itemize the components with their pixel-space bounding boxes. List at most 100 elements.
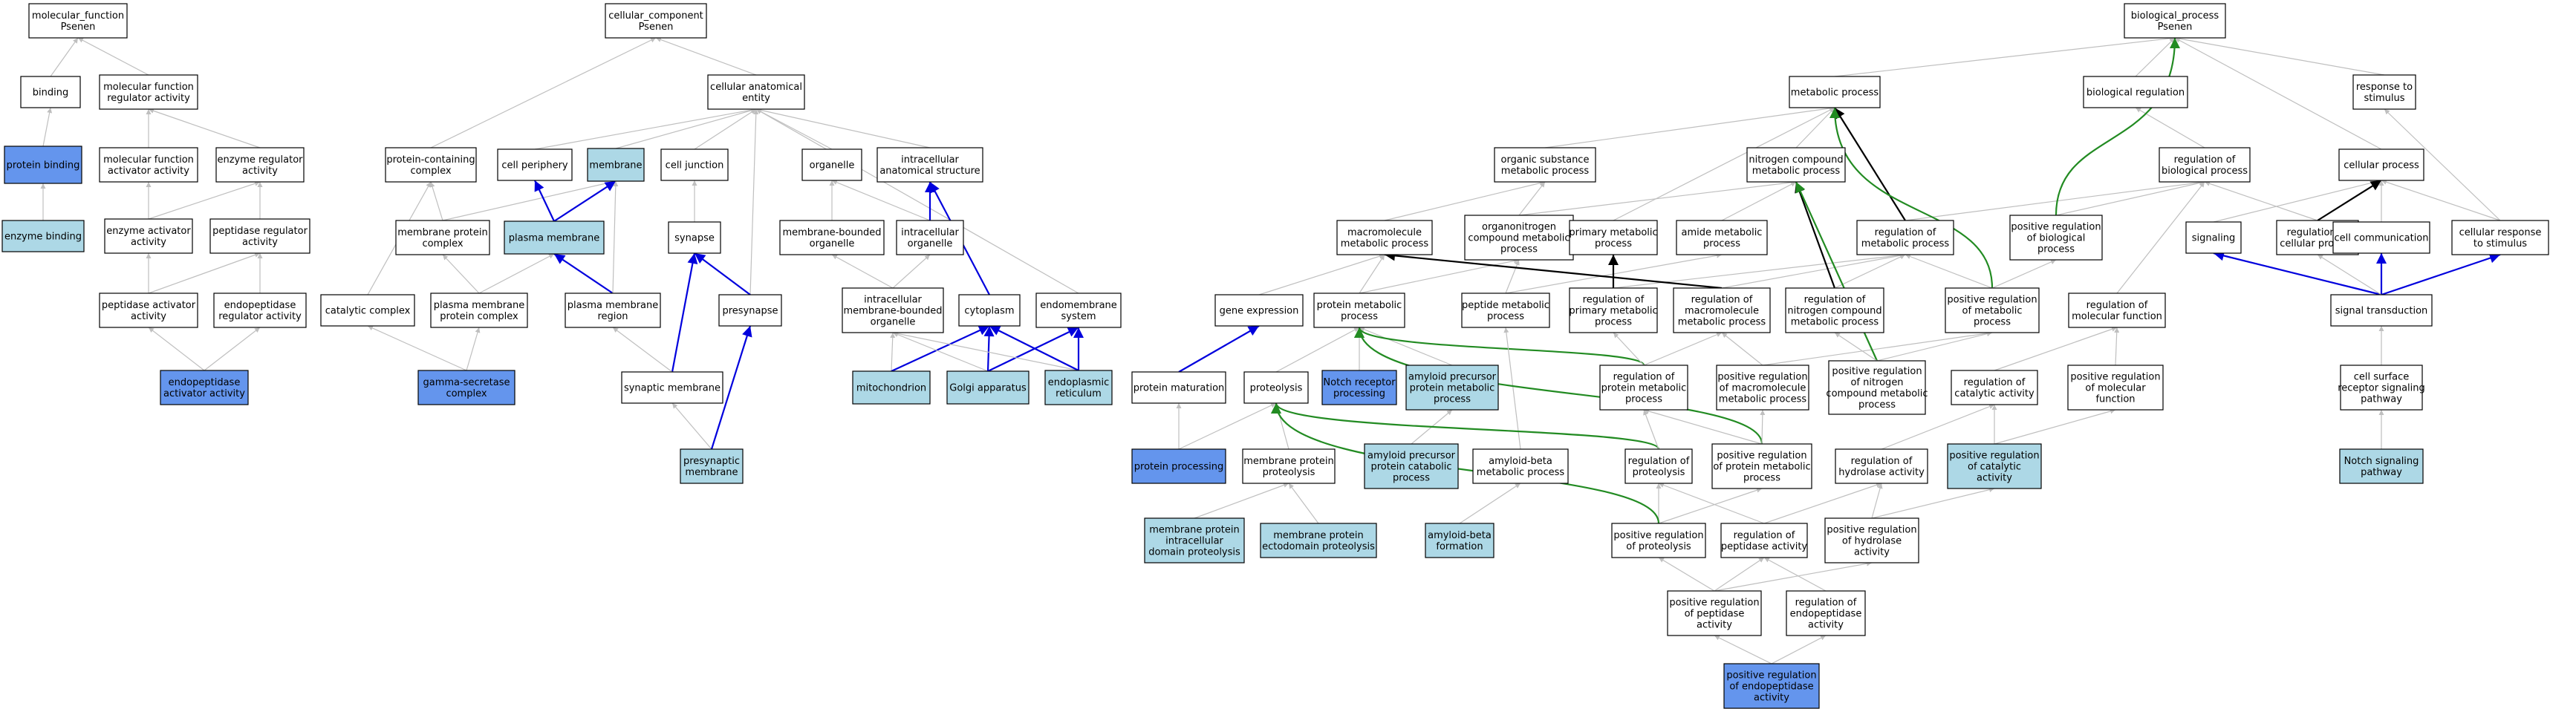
node-mitochondrion[interactable]: mitochondrion bbox=[852, 370, 931, 405]
node-presynapse[interactable]: presynapse bbox=[718, 294, 782, 327]
node-enzyme-binding[interactable]: enzyme binding bbox=[1, 220, 85, 252]
node-synapse[interactable]: synapse bbox=[668, 221, 721, 254]
node-organelle[interactable]: organelle bbox=[801, 148, 862, 181]
node-protein-binding[interactable]: protein binding bbox=[4, 146, 82, 184]
node-cell-junction[interactable]: cell junction bbox=[660, 148, 729, 181]
node-label: organelle bbox=[908, 238, 953, 249]
node-cell-comm[interactable]: cell communication bbox=[2332, 221, 2430, 254]
node-signaling[interactable]: signaling bbox=[2185, 221, 2242, 254]
node-prot-mat[interactable]: protein maturation bbox=[1131, 371, 1226, 404]
node-golgi[interactable]: Golgi apparatus bbox=[946, 370, 1030, 405]
node-box bbox=[1667, 590, 1762, 636]
node-synaptic-membrane[interactable]: synaptic membrane bbox=[621, 371, 723, 404]
node-label: regulation of bbox=[1964, 377, 2026, 388]
node-plasma-membrane[interactable]: plasma membrane bbox=[504, 220, 605, 255]
node-box bbox=[1789, 76, 1881, 108]
node-label: biological regulation bbox=[2087, 88, 2185, 99]
node-bio-reg[interactable]: biological regulation bbox=[2083, 76, 2188, 108]
node-membrane[interactable]: membrane bbox=[587, 148, 645, 182]
node-sig-trans[interactable]: signal transduction bbox=[2330, 294, 2433, 327]
node-gene-expr[interactable]: gene expression bbox=[1214, 294, 1304, 327]
node-cell-periphery[interactable]: cell periphery bbox=[497, 148, 573, 181]
node-proteolysis[interactable]: proteolysis bbox=[1243, 371, 1309, 404]
node-metabolic[interactable]: metabolic process bbox=[1789, 76, 1881, 108]
node-cell-proc[interactable]: cellular process bbox=[2338, 148, 2424, 181]
node-cytoplasm[interactable]: cytoplasm bbox=[958, 294, 1021, 327]
node-binding[interactable]: binding bbox=[20, 76, 81, 108]
node-label: compound metabolic bbox=[1826, 388, 1928, 399]
node-prot-proc[interactable]: protein processing bbox=[1131, 448, 1226, 484]
node-catalytic-complex[interactable]: catalytic complex bbox=[320, 294, 415, 327]
edge-plasma_membrane-to-membrane bbox=[553, 180, 617, 222]
